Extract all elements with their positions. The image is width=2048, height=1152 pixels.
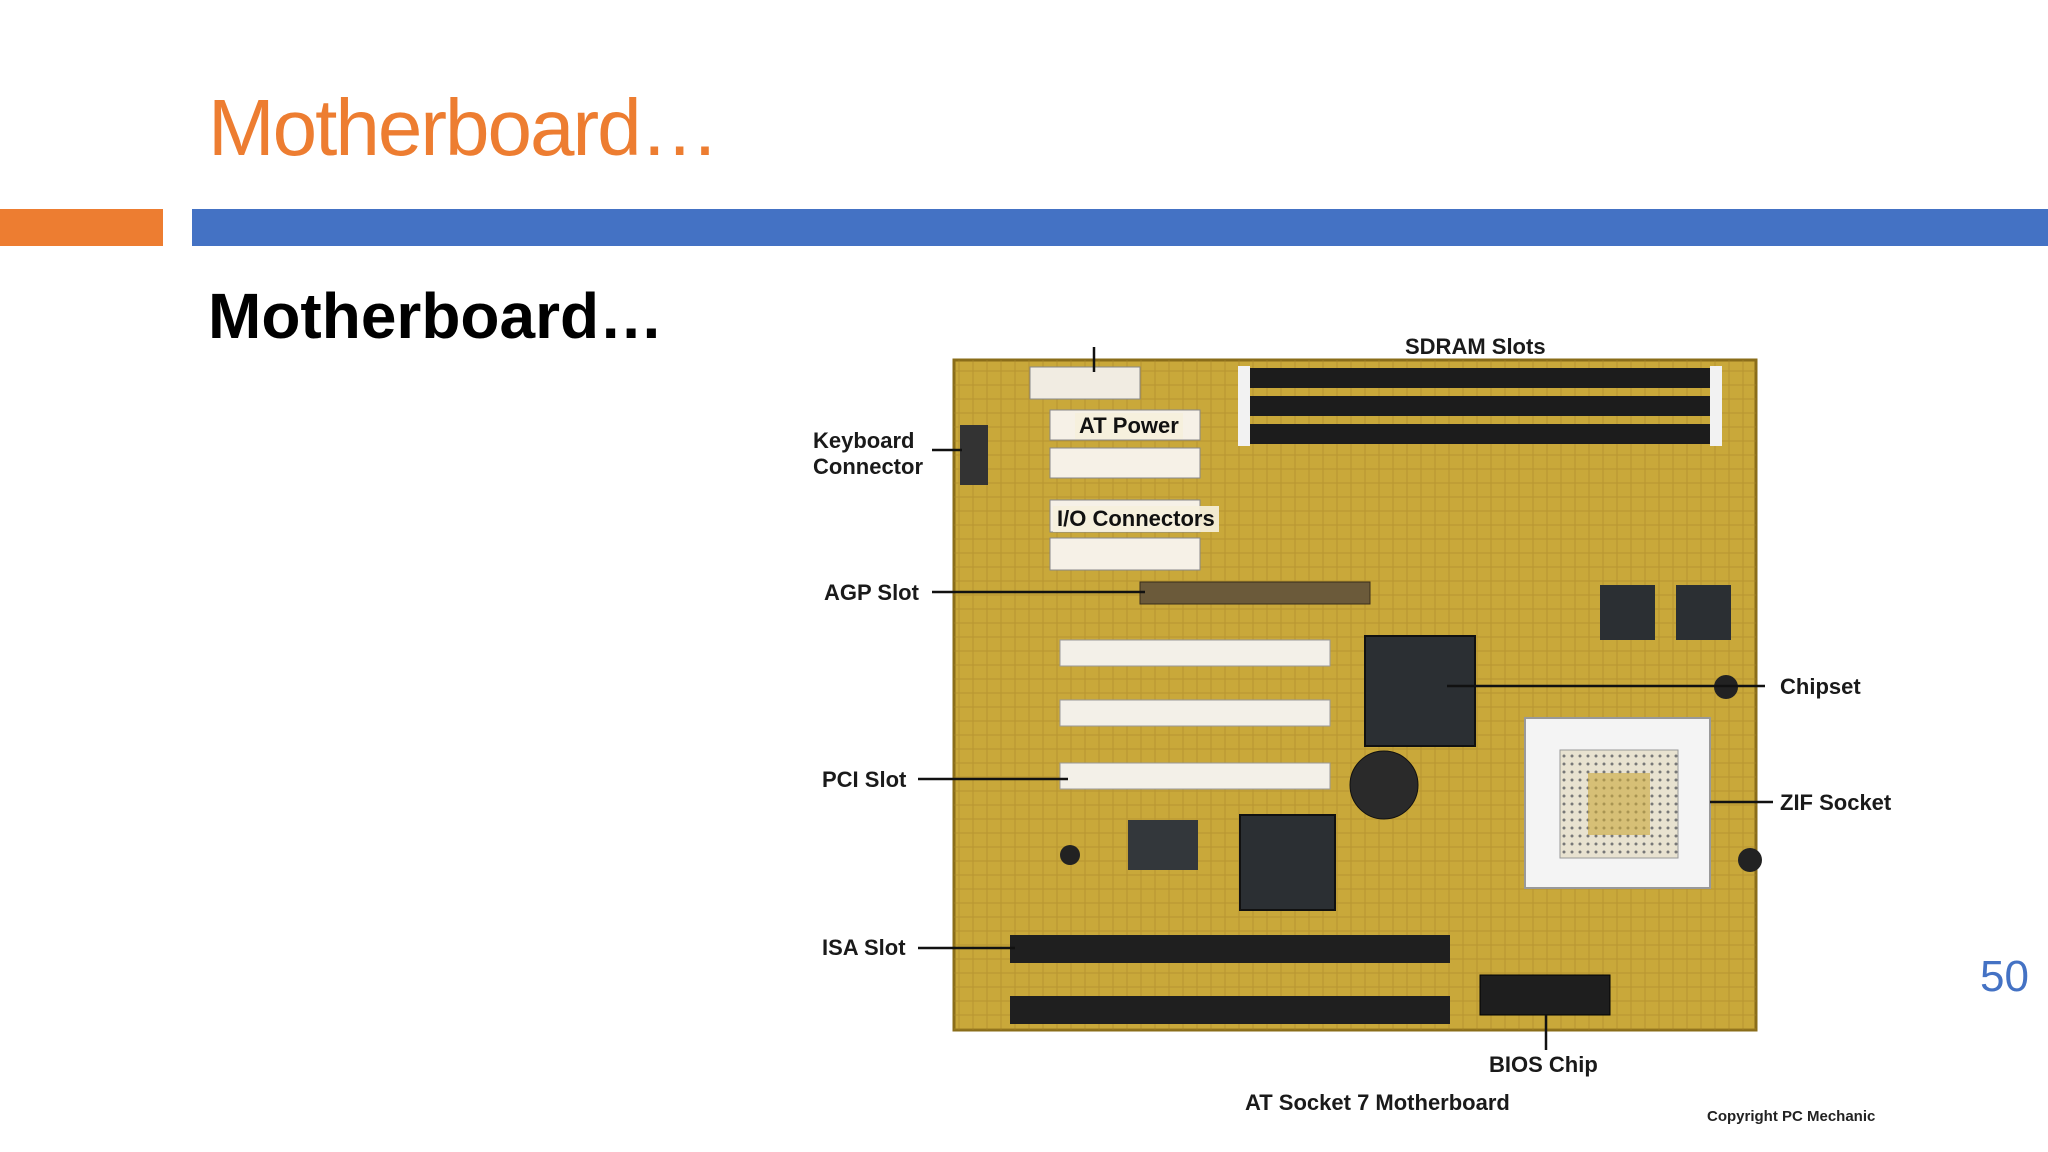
label-keyboard-connector-line2: Connector (813, 454, 923, 479)
chipset-chip (1364, 635, 1476, 747)
label-zif-socket: ZIF Socket (1780, 790, 1892, 815)
keyboard-connector (960, 425, 988, 485)
bios-chip (1479, 974, 1611, 1016)
pci-slots (1059, 639, 1331, 790)
at-power-connector (1029, 366, 1141, 400)
label-io-connectors: I/O Connectors (1053, 506, 1219, 533)
page-number: 50 (1980, 952, 2029, 1001)
label-bios-chip: BIOS Chip (1489, 1052, 1598, 1077)
label-pci-slot: PCI Slot (822, 767, 907, 792)
board-pcb (952, 358, 1758, 1032)
agp-slot (1139, 581, 1371, 605)
cmos-battery (1349, 750, 1419, 820)
label-chipset: Chipset (1780, 674, 1861, 699)
bullet-heading: Motherboard… (208, 280, 664, 352)
accent-bar-blue (192, 209, 2048, 246)
isa-slots (1010, 935, 1450, 1024)
figure-caption: AT Socket 7 Motherboard (1245, 1090, 1510, 1115)
label-keyboard-connector-line1: Keyboard (813, 428, 915, 453)
sdram-slots (1238, 366, 1722, 446)
label-agp-slot: AGP Slot (824, 580, 919, 605)
slide-title: Motherboard… (208, 83, 720, 172)
io-connectors (1049, 499, 1201, 533)
label-isa-slot: ISA Slot (822, 935, 906, 960)
zif-socket (1524, 717, 1711, 889)
figure-copyright: Copyright PC Mechanic (1707, 1108, 1876, 1125)
accent-bar-orange (0, 209, 163, 246)
label-sdram-slots: SDRAM Slots (1405, 334, 1546, 359)
label-at-power: AT Power (1075, 413, 1183, 440)
